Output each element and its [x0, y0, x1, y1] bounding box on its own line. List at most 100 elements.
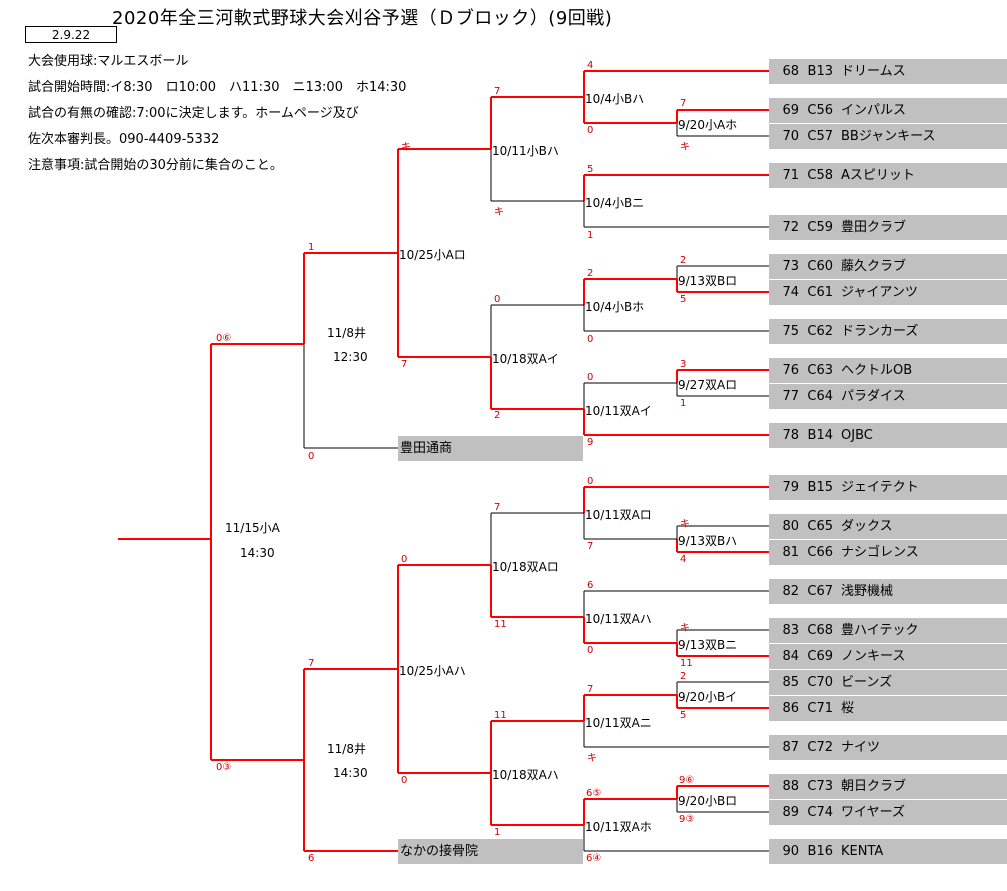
score: 0 — [401, 554, 408, 565]
score: 0③ — [216, 762, 232, 773]
match-label: 9/20小Bロ — [678, 794, 738, 808]
score: 3 — [680, 359, 687, 370]
info-umpire: 佐次本審判長。090-4409-5332 — [28, 132, 220, 147]
team-number: 77 — [782, 389, 799, 404]
score: 7 — [494, 502, 501, 513]
team-name: ドランカーズ — [841, 324, 919, 339]
score: 7 — [308, 658, 315, 669]
seed-team: なかの接骨院 — [398, 839, 583, 864]
team-row: 75 C62 ドランカーズ — [769, 319, 1007, 344]
score: キ — [587, 753, 597, 764]
info-ball: 大会使用球:マルエスボール — [28, 54, 189, 69]
score: 0 — [587, 334, 594, 345]
team-name: パラダイス — [841, 389, 906, 404]
match-label: 11/8井 — [327, 742, 366, 756]
score: 2 — [680, 255, 687, 266]
team-name: ビーンズ — [841, 675, 893, 690]
match-label: 10/4小Bニ — [585, 196, 645, 210]
team-number: 85 — [782, 675, 799, 690]
score: 1 — [587, 230, 594, 241]
match-label: 10/4小Bホ — [585, 300, 645, 314]
team-number: 78 — [782, 428, 799, 443]
match-label: 10/25小Aハ — [399, 664, 466, 678]
score: 7 — [587, 684, 594, 695]
team-name: ナシゴレンス — [841, 545, 919, 560]
score: 0 — [308, 451, 315, 462]
score: 11 — [494, 619, 507, 630]
score: 0 — [587, 372, 594, 383]
team-number: 75 — [782, 324, 799, 339]
score: 4 — [680, 554, 687, 565]
team-number: 90 — [782, 844, 799, 859]
score: キ — [680, 519, 690, 530]
team-code: C61 — [807, 285, 833, 300]
team-name: ダックス — [841, 519, 893, 534]
seed-team: 豊田通商 — [398, 436, 583, 461]
score: 2 — [494, 410, 501, 421]
team-row: 77 C64 パラダイス — [769, 384, 1007, 409]
team-code: C64 — [807, 389, 833, 404]
team-code: B16 — [807, 844, 833, 859]
team-name: 桜 — [841, 701, 855, 716]
score: 0 — [587, 125, 594, 136]
score: キ — [680, 623, 690, 634]
score: キ — [494, 207, 504, 218]
team-code: B14 — [807, 428, 833, 443]
team-number: 80 — [782, 519, 799, 534]
team-code: C56 — [807, 103, 833, 118]
score: 5 — [680, 294, 687, 305]
team-code: C57 — [807, 129, 833, 144]
score: 9⑥ — [679, 775, 695, 786]
team-name: ワイヤーズ — [841, 805, 905, 820]
team-code: C62 — [807, 324, 833, 339]
score: 5 — [680, 710, 687, 721]
team-number: 72 — [782, 220, 799, 235]
match-label: 11/8井 — [327, 326, 366, 340]
score: 11 — [494, 710, 507, 721]
date-box: 2.9.22 — [25, 26, 117, 43]
info-notes: 注意事項:試合開始の30分前に集合のこと。 — [28, 158, 283, 173]
team-name: 豊田クラブ — [841, 220, 907, 235]
match-label: 10/25小Aロ — [399, 248, 466, 262]
score: 6⑤ — [586, 788, 602, 799]
score: 7 — [401, 359, 408, 370]
score: 2 — [680, 671, 687, 682]
team-number: 68 — [782, 64, 799, 79]
info-confirmation: 試合の有無の確認:7:00に決定します。ホームページ及び — [28, 106, 359, 121]
team-code: C70 — [807, 675, 833, 690]
team-number: 71 — [782, 168, 799, 183]
match-time: 12:30 — [333, 350, 368, 364]
match-label: 9/27双Aロ — [678, 378, 738, 392]
score: 1 — [680, 398, 687, 409]
team-name: OJBC — [841, 428, 873, 443]
score: 0 — [587, 476, 594, 487]
score: 6 — [587, 580, 594, 591]
team-number: 87 — [782, 740, 799, 755]
team-code: C59 — [807, 220, 833, 235]
match-label: 10/11双Aニ — [585, 716, 652, 730]
final-match-time: 14:30 — [240, 546, 275, 560]
team-code: C63 — [807, 363, 833, 378]
match-label: 9/13双Bニ — [678, 638, 738, 652]
team-code: C74 — [807, 805, 833, 820]
team-code: C66 — [807, 545, 833, 560]
team-code: C71 — [807, 701, 833, 716]
match-label: 10/11双Aイ — [585, 404, 652, 418]
team-code: C68 — [807, 623, 833, 638]
team-code: C58 — [807, 168, 833, 183]
team-name: ノンキース — [841, 649, 906, 664]
match-label: 9/13双Bロ — [678, 274, 738, 288]
team-number: 89 — [782, 805, 799, 820]
team-name: ドリームス — [841, 64, 906, 79]
match-label: 10/18双Aロ — [492, 560, 559, 574]
team-code: C67 — [807, 584, 833, 599]
match-label: 9/20小Aホ — [678, 118, 738, 132]
